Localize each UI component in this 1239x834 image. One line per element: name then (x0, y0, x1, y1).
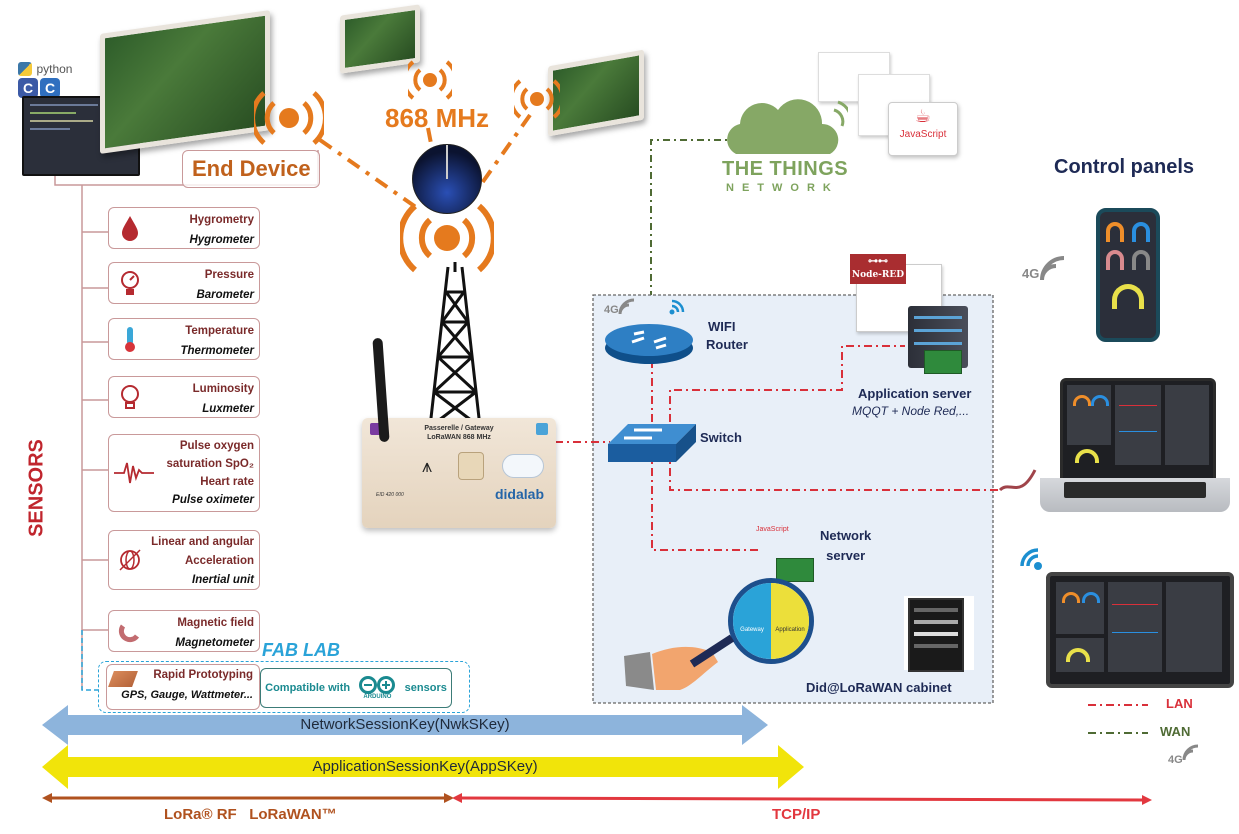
magnifier-lens: Gateway Application (728, 578, 814, 664)
raspberry-pi-icon (924, 350, 962, 374)
sensors-heading: SENSORS (25, 439, 48, 537)
gateway-label-2: LoRaWAN 868 MHz (427, 434, 491, 441)
heartbeat-icon (114, 462, 154, 484)
wifi-icon (669, 299, 685, 315)
app-session-key-label: ApplicationSessionKey(AppSKey) (312, 758, 538, 775)
router-4g-badge: 4G (604, 304, 619, 316)
transmission-tower (428, 262, 482, 429)
tablet-dashboard (1046, 572, 1234, 688)
signal-strength-gauge (1112, 284, 1144, 309)
control-panels-title: Control panels (1054, 156, 1195, 178)
arduino-compatible-badge: Compatible with ARDUINO sensors (260, 668, 452, 708)
raspberry-pi-icon (776, 558, 814, 582)
cellular-signal-icon (618, 298, 635, 315)
ttn-title: THE THINGS (722, 158, 849, 180)
wifi-router-icon (605, 324, 693, 364)
network-server-javascript: JavaScript (756, 526, 789, 533)
server-rack-icon (904, 596, 974, 672)
python-logo: python (18, 60, 72, 78)
router-label: WIFI Router (706, 319, 748, 352)
cpp-icon: C (40, 78, 60, 98)
arduino-infinity-icon (359, 676, 396, 694)
javascript-badge: ☕ JavaScript (888, 102, 958, 156)
legend-wan: WAN (1160, 724, 1191, 739)
gyroscope-icon (119, 549, 141, 571)
tower-radio-wave-icon (400, 203, 494, 273)
fablab-box (98, 661, 470, 713)
radio-wave-icon (408, 60, 452, 100)
didalab-logo: didalab (494, 486, 544, 502)
fablab-title: FAB LAB (262, 640, 340, 660)
rapid-prototyping-card: Rapid Prototyping GPS, Gauge, Wattmeter.… (106, 664, 260, 710)
arduino-logo: ARDUINO (358, 676, 396, 700)
laptop-keyboard (1040, 478, 1230, 512)
ttn-subtitle: NETWORK (726, 182, 839, 194)
pcb-sheet-icon (108, 671, 138, 687)
java-cup-icon: ☕ (914, 106, 932, 126)
node-red-logo: ⊶⊷ Node-RED (850, 254, 906, 284)
switch-label: Switch (700, 430, 742, 445)
server-icon (458, 452, 484, 480)
phone-4g-badge: 4G (1022, 266, 1040, 281)
gauge-icon (121, 271, 139, 295)
gateway-label-1: Passerelle / Gateway (424, 425, 494, 432)
node-red-flow-icon: ⊶⊷ (868, 256, 888, 267)
ttn-cloud-icon (727, 99, 848, 154)
nwk-key-arrow (42, 705, 768, 745)
application-server-label: Application server (858, 386, 972, 401)
temperature-gauge (1106, 222, 1124, 242)
wifi-icon (1020, 548, 1042, 570)
network-switch-icon (608, 424, 696, 462)
magnet-icon (118, 624, 140, 643)
lora-label: LoRa® RF LoRaWAN™ (164, 806, 337, 823)
end-device-board (100, 10, 270, 154)
cloud-network-icon (502, 454, 544, 478)
radio-wave-icon (514, 79, 560, 119)
gateway-device: Passerelle / Gateway LoRaWAN 868 MHz ⩚ d… (362, 418, 556, 528)
gateway-ref: EID 420 000 (376, 492, 404, 498)
tcpip-label: TCP/IP (772, 806, 821, 823)
app-key-arrow (42, 745, 804, 789)
cellular-signal-icon (1040, 256, 1065, 281)
c-icon: C (18, 78, 38, 98)
c-cpp-logos: C C (18, 78, 60, 98)
legend-lan: LAN (1166, 696, 1193, 711)
cloud-logo-icon (536, 423, 548, 435)
luminosity-gauge (1132, 250, 1150, 270)
laptop-dashboard (1060, 378, 1216, 484)
frequency-label: 868 MHz (385, 103, 490, 133)
pressure-gauge (1106, 250, 1124, 270)
droplet-icon (122, 216, 138, 241)
network-server-label: Network server (820, 528, 872, 563)
thermometer-icon (125, 327, 135, 352)
cellular-signal-icon (1182, 744, 1199, 761)
nwk-session-key-label: NetworkSessionKey(NwkSKey) (300, 716, 510, 733)
smartphone-dashboard (1096, 208, 1160, 342)
python-icon (18, 61, 32, 76)
antenna-icon: ⩚ (422, 456, 433, 476)
application-server-sub: MQQT + Node Red,... (852, 404, 970, 418)
cabinet-label: Did@LoRaWAN cabinet (806, 680, 952, 695)
lightbulb-icon (121, 385, 139, 409)
end-device-label: End Device (192, 156, 311, 181)
radio-wave-icon (254, 91, 324, 145)
spectrum-waterfall (412, 144, 482, 214)
hand-holding-magnifier (624, 634, 735, 690)
legend-4g-badge: 4G (1168, 754, 1183, 766)
humidity-gauge (1132, 222, 1150, 242)
